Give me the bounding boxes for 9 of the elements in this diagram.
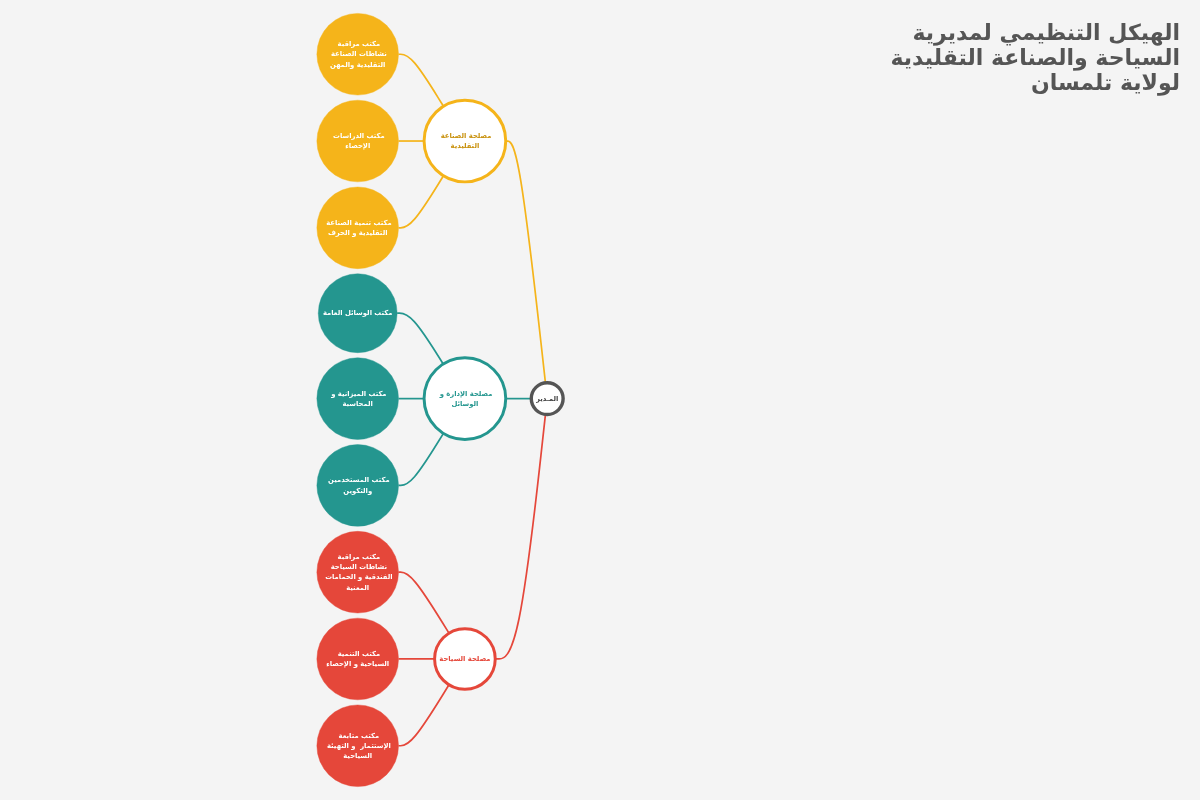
connector: [397, 571, 450, 634]
connector: [397, 140, 425, 142]
chart-title: الهيكل التنظيمي لمديرية السياحة والصناعة التقليدية لولاية تلمسان: [889, 20, 1180, 95]
connector: [397, 53, 445, 108]
connector: [397, 397, 425, 400]
connector: [397, 683, 450, 747]
connector: [396, 312, 445, 365]
connector: [397, 174, 445, 229]
connector: [397, 432, 445, 487]
